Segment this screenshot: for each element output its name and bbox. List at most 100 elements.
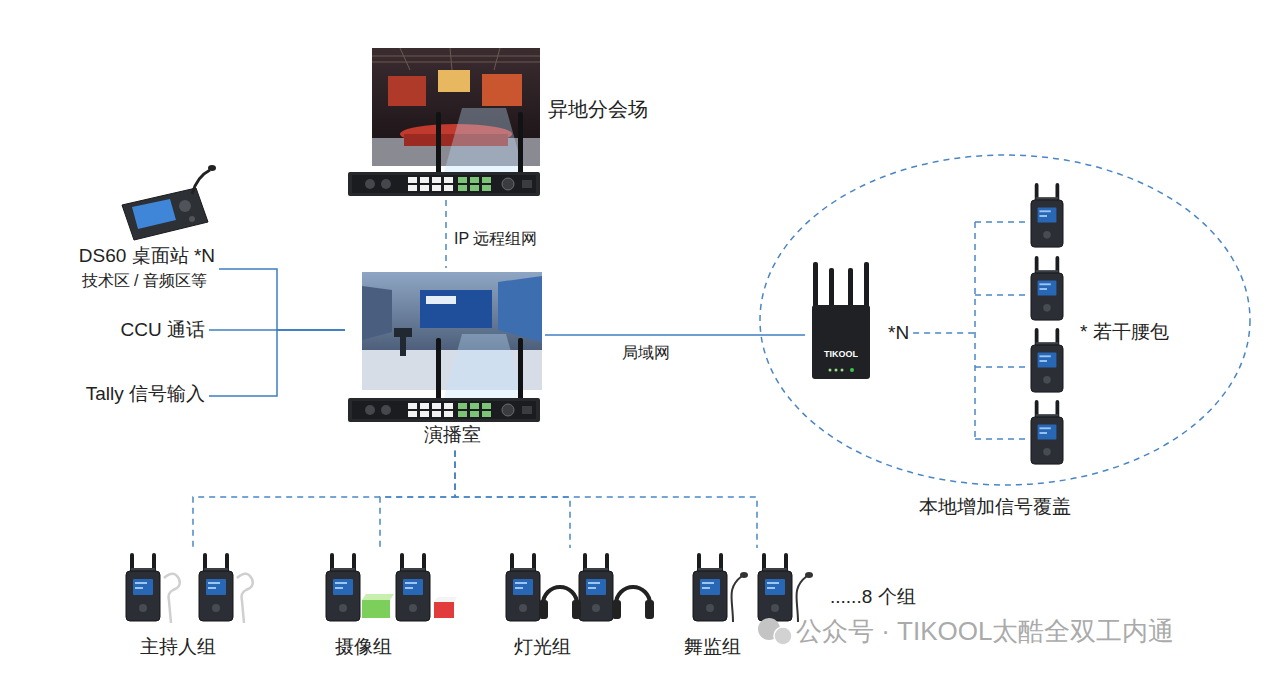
connector [219, 269, 345, 330]
beltpack-tree-part [1031, 256, 1063, 320]
studio-picture-part [498, 276, 542, 342]
node-text: 灯光组 [514, 636, 571, 659]
beltpack-node: * 若干腰包 [975, 178, 1173, 475]
group-node: 灯光组 [500, 548, 656, 663]
router-node: TIKOOL *N [805, 260, 913, 382]
remote-venue-picture-part [518, 112, 523, 174]
studio-picture [348, 272, 542, 422]
studio-picture-part [394, 328, 412, 337]
stage-manager-group-icons-part [805, 572, 813, 578]
connector [380, 451, 455, 548]
venue-node: 异地分会场 [345, 45, 652, 200]
remote-venue-picture-part [436, 112, 441, 174]
ellipse-outline-shape [760, 155, 1250, 485]
node-text: 本地增加信号覆盖 [919, 496, 1071, 519]
node-text: 摄像组 [335, 636, 392, 659]
node-text: * 若干腰包 [1080, 321, 1169, 344]
desk-station-icon-part [122, 188, 208, 240]
router-icon-part [813, 262, 818, 310]
group-node: 主持人组 [118, 548, 268, 663]
router-icon-part [841, 369, 844, 372]
beltpack-tree-part [1031, 328, 1063, 392]
coverage-ellipse: 本地增加信号覆盖 TIKOOL *N * 若干腰包 [758, 150, 1252, 523]
stage-manager-group-icons-part [693, 553, 727, 621]
lighting-group-icons-part [645, 600, 654, 619]
studio-picture-part [426, 296, 456, 304]
connector [455, 451, 570, 548]
host-group-icons-part [199, 553, 233, 621]
node-text: 演播室 [424, 424, 481, 447]
beltpack-tree-part [1031, 183, 1063, 247]
tally-node: Tally 信号输入 [82, 379, 209, 410]
edge-label: 局域网 [620, 343, 672, 362]
router-icon-part [848, 268, 853, 310]
ccu-node: CCU 通话 [117, 315, 209, 346]
router-icon-part [850, 368, 854, 372]
node-text: DS60 桌面站 *N [79, 245, 215, 268]
desk-station-icon [122, 165, 216, 240]
lighting-group-icons-part [539, 600, 548, 619]
studio-picture-part [436, 338, 441, 400]
router-icon-part [812, 305, 870, 379]
lighting-group-icons-part [572, 600, 581, 619]
host-group-icons-part [237, 574, 253, 623]
remote-venue-picture-part [444, 108, 524, 172]
beltpack-tree-part [1031, 400, 1063, 464]
desk-station-icon-part [192, 170, 210, 194]
camera-group-icons-part [362, 594, 394, 600]
stage-manager-group-icons-part [740, 572, 748, 578]
connector [545, 334, 805, 336]
camera-group-icons [326, 553, 457, 621]
node-text: 技术区 / 音频区等 [82, 271, 207, 290]
desk-station-icon-part [179, 200, 191, 212]
lighting-group-icons-part [543, 587, 577, 604]
stage-manager-group-icons-part [796, 576, 807, 622]
group-node: 摄像组 [320, 548, 460, 663]
host-group-icons [126, 553, 253, 623]
connector [193, 451, 455, 548]
node-text: CCU 通话 [121, 319, 205, 342]
host-group-icons-part [164, 574, 180, 623]
lighting-group-icons-part [616, 587, 650, 604]
desk-station-icon-part [189, 216, 195, 222]
stage-manager-group-icons-part [731, 576, 742, 622]
lighting-group-icons-part [579, 553, 613, 621]
camera-group-icons-part [396, 553, 430, 621]
connector [913, 332, 975, 334]
connector [445, 200, 447, 268]
camera-group-icons-part [326, 553, 360, 621]
stage-manager-group-icons [693, 553, 813, 622]
node-text: TIKOOL [824, 349, 858, 360]
remote-venue-picture-part [372, 48, 540, 70]
desk-station-icon-part [208, 165, 216, 171]
connector [209, 330, 345, 396]
node-text: 主持人组 [140, 636, 216, 659]
node-text: 舞监组 [684, 636, 741, 659]
ellipse-outline [758, 150, 1252, 523]
node-text: *N [888, 322, 909, 345]
studio-picture-part [400, 334, 406, 356]
router-icon-part [829, 268, 834, 310]
router-icon-part [835, 369, 838, 372]
lighting-group-icons-part [506, 553, 540, 621]
connector [455, 451, 757, 548]
studio-picture-part [444, 334, 524, 398]
host-group-icons-part [126, 553, 160, 621]
camera-group-icons-part [362, 600, 390, 618]
watermark: 公众号 · TIKOOL太酷全双工内通 [796, 616, 1174, 647]
studio-picture-part [518, 338, 523, 400]
studio-node: 演播室 [345, 268, 545, 451]
remote-venue-picture-part [388, 76, 426, 106]
router-icon-part [829, 369, 832, 372]
wechat-icon-part [774, 627, 792, 645]
studio-picture-part [348, 398, 540, 422]
remote-venue-picture-part [482, 74, 522, 106]
lighting-group-icons [506, 553, 654, 621]
beltpack-tree [975, 183, 1063, 464]
desk-station-node: DS60 桌面站 *N 技术区 / 音频区等 [75, 180, 219, 294]
beltpack-tree-part [975, 222, 1030, 439]
studio-picture-part [420, 290, 492, 328]
remote-venue-picture-part [348, 172, 540, 196]
router-icon [812, 262, 870, 379]
